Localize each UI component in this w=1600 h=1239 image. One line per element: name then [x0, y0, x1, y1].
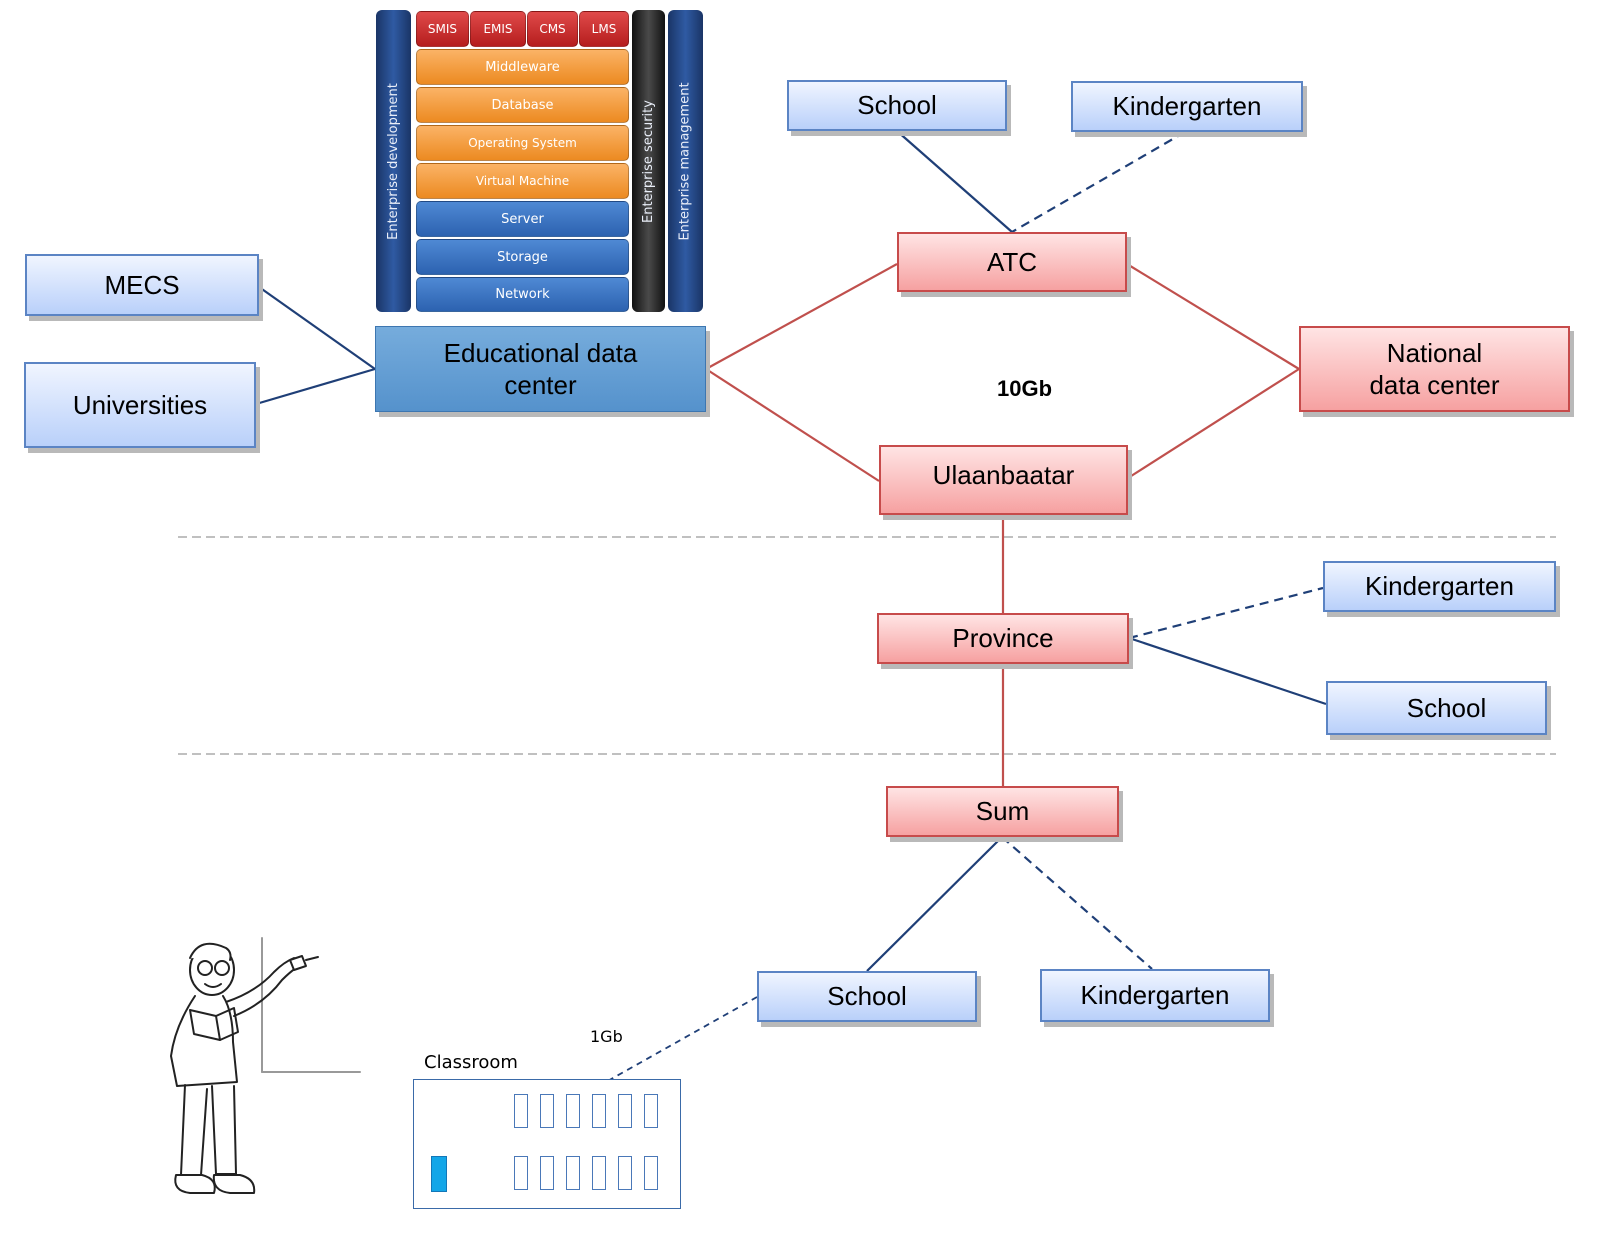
link-universities-edc	[255, 367, 376, 406]
node-school-sum: School	[757, 971, 977, 1022]
node-kindergarten-province: Kindergarten	[1323, 561, 1556, 612]
teacher-desk	[431, 1156, 447, 1192]
enterprise-management-bar: Enterprise management	[668, 10, 703, 312]
link-atc-ndc	[1126, 263, 1300, 370]
student-desk	[566, 1094, 580, 1128]
enterprise-management-label: Enterprise management	[678, 81, 693, 241]
layer-storage: Storage	[416, 239, 629, 275]
link-edc-ulaanbaatar	[705, 368, 880, 482]
layer-middleware: Middleware	[416, 49, 629, 85]
app-emis: EMIS	[470, 11, 526, 47]
layer-database: Database	[416, 87, 629, 123]
link-mecs-edc	[258, 286, 376, 370]
classroom-box	[413, 1079, 681, 1209]
app-cms: CMS	[527, 11, 578, 47]
app-lms: LMS	[579, 11, 629, 47]
node-mecs: MECS	[25, 254, 259, 316]
layer-network: Network	[416, 277, 629, 312]
student-desk	[514, 1156, 528, 1190]
link-sum-school	[866, 836, 1003, 972]
student-desk	[514, 1094, 528, 1128]
layer-operating-system: Operating System	[416, 125, 629, 161]
student-desk	[644, 1156, 658, 1190]
node-national-data-center: National data center	[1299, 326, 1570, 412]
link-province-kindergarten	[1128, 586, 1324, 640]
layer-virtual-machine: Virtual Machine	[416, 163, 629, 199]
enterprise-security-label: Enterprise security	[641, 99, 657, 223]
enterprise-development-label: Enterprise development	[386, 82, 402, 240]
node-province: Province	[877, 613, 1129, 664]
layer-server: Server	[416, 201, 629, 237]
enterprise-development-bar: Enterprise development	[376, 10, 411, 312]
student-desk	[618, 1094, 632, 1128]
student-desk	[592, 1094, 606, 1128]
link-edc-atc	[705, 263, 898, 370]
student-desk	[540, 1156, 554, 1190]
node-kindergarten-top: Kindergarten	[1071, 81, 1303, 132]
link-sum-kindergarten	[1001, 836, 1153, 970]
node-ulaanbaatar: Ulaanbaatar	[879, 445, 1128, 515]
link-kindergarten-atc	[1011, 131, 1186, 233]
classroom-label: Classroom	[424, 1052, 518, 1073]
link-province-school	[1128, 636, 1327, 706]
bandwidth-label-1gb: 1Gb	[590, 1027, 623, 1046]
node-atc: ATC	[897, 232, 1127, 292]
link-ulaanbaatar-ndc	[1127, 368, 1300, 479]
teacher-illustration	[170, 937, 361, 1194]
student-desk	[592, 1156, 606, 1190]
node-school-province: School	[1326, 681, 1547, 735]
node-universities: Universities	[24, 362, 256, 448]
node-school-top: School	[787, 80, 1007, 131]
app-smis: SMIS	[416, 11, 469, 47]
node-kindergarten-sum: Kindergarten	[1040, 969, 1270, 1022]
student-desk	[644, 1094, 658, 1128]
student-desk	[618, 1156, 632, 1190]
node-educational-data-center: Educational data center	[375, 326, 706, 412]
enterprise-security-bar: Enterprise security	[632, 10, 665, 312]
link-school-atc	[896, 130, 1013, 233]
student-desk	[540, 1094, 554, 1128]
student-desk	[566, 1156, 580, 1190]
bandwidth-label-10gb: 10Gb	[997, 376, 1053, 401]
node-sum: Sum	[886, 786, 1119, 837]
